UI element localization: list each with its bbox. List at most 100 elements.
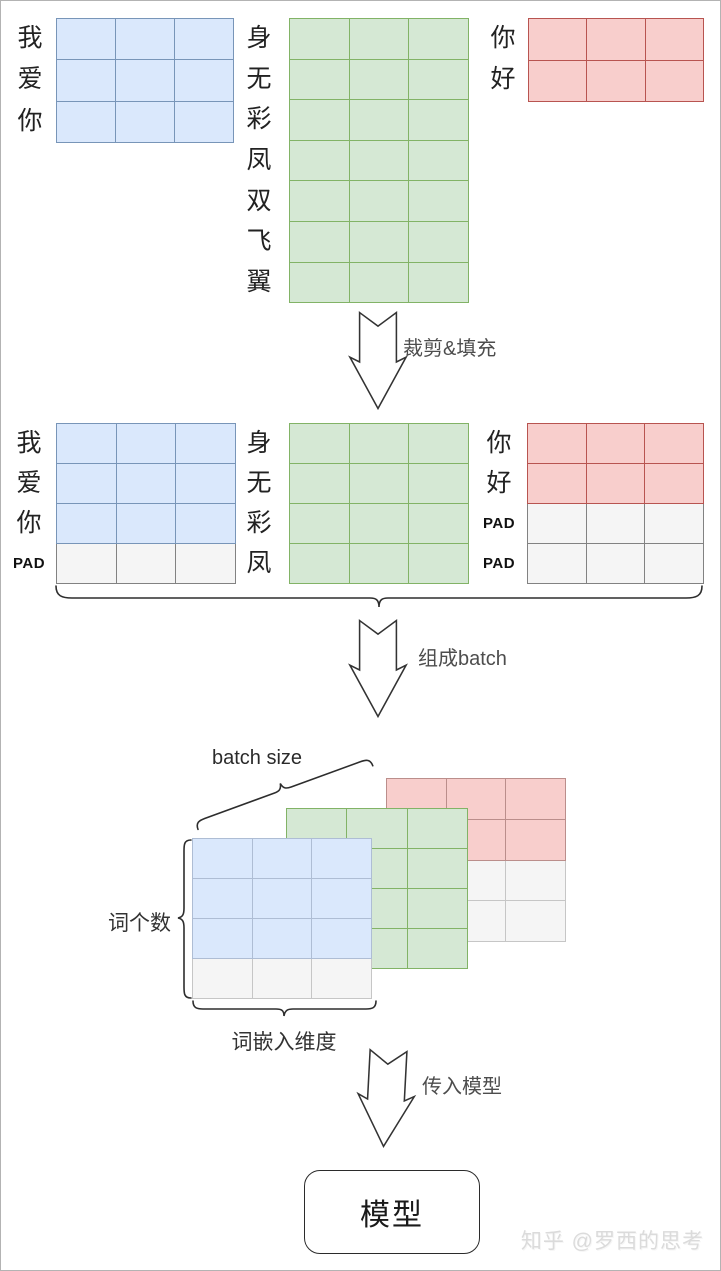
down-arrow-icon <box>348 619 408 719</box>
matrix-cell <box>289 18 350 60</box>
matrix-cell <box>289 58 350 101</box>
matrix-cell <box>251 878 313 919</box>
form-batch-label: 组成batch <box>418 648 507 670</box>
matrix-cell <box>251 958 313 999</box>
pad-label: PAD <box>482 554 516 572</box>
padded-sentence1-matrix <box>56 423 236 584</box>
matrix-cell <box>527 503 587 544</box>
matrix-cell <box>527 59 588 102</box>
matrix-cell <box>289 503 350 544</box>
matrix-cell <box>192 958 253 999</box>
matrix-cell <box>585 463 646 504</box>
matrix-cell <box>311 838 372 879</box>
matrix-cell <box>644 18 705 61</box>
matrix-cell <box>56 463 117 504</box>
down-arrow-icon <box>356 1048 417 1149</box>
matrix-cell <box>348 139 410 182</box>
matrix-cell <box>408 180 469 222</box>
matrix-row <box>56 543 236 584</box>
matrix-row <box>289 503 469 544</box>
matrix-row <box>289 18 469 60</box>
matrix-cell <box>251 918 313 959</box>
matrix-cell <box>115 463 177 504</box>
matrix-cell <box>408 99 469 141</box>
matrix-cell <box>408 58 469 101</box>
matrix-row <box>56 423 236 464</box>
matrix-row <box>289 99 469 141</box>
pad-label: PAD <box>482 514 516 532</box>
matrix-cell <box>445 900 507 942</box>
crop-pad-label: 裁剪&填充 <box>403 338 497 360</box>
matrix-cell <box>289 139 350 182</box>
matrix-cell <box>408 139 469 182</box>
matrix-cell <box>527 463 587 504</box>
matrix-cell <box>289 423 350 464</box>
char-label: 身 <box>246 23 272 52</box>
matrix-row <box>56 503 236 544</box>
matrix-cell <box>174 59 234 102</box>
matrix-cell <box>505 900 566 942</box>
matrix-cell <box>174 100 234 143</box>
matrix-cell <box>175 463 236 504</box>
matrix-cell <box>348 503 410 544</box>
matrix-cell <box>527 423 587 464</box>
matrix-cell <box>586 59 646 102</box>
matrix-cell <box>586 18 646 61</box>
matrix-cell <box>644 59 705 102</box>
batch-underbrace <box>55 585 703 608</box>
padded-sentence2-chars: 身无彩凤 <box>237 423 281 583</box>
embed-dim-brace <box>192 1000 377 1017</box>
char-label: 双 <box>246 186 272 215</box>
matrix-row <box>56 17 234 61</box>
char-label: 爱 <box>16 468 42 497</box>
model-box: 模型 <box>304 1170 480 1254</box>
matrix-cell <box>644 463 704 504</box>
matrix-row <box>527 59 705 102</box>
matrix-cell <box>527 543 587 584</box>
matrix-cell <box>348 220 410 263</box>
matrix-row <box>56 463 236 504</box>
batch-matrix-blue <box>192 838 372 999</box>
matrix-cell <box>115 503 177 544</box>
sentence1-chars: 我爱你 <box>15 18 45 142</box>
char-label: 翼 <box>246 267 272 296</box>
matrix-cell <box>192 838 253 879</box>
matrix-row <box>192 878 372 919</box>
matrix-cell <box>348 543 410 584</box>
matrix-cell <box>527 18 588 61</box>
batch-size-brace <box>196 759 374 831</box>
matrix-cell <box>585 423 646 464</box>
sentence2-matrix <box>289 18 469 304</box>
matrix-cell <box>175 423 236 464</box>
matrix-cell <box>251 838 313 879</box>
matrix-cell <box>311 878 372 919</box>
matrix-row <box>527 463 704 504</box>
matrix-cell <box>505 778 566 820</box>
matrix-cell <box>192 918 253 959</box>
matrix-cell <box>644 503 704 544</box>
padded-sentence3-matrix <box>527 423 704 584</box>
matrix-cell <box>289 463 350 504</box>
char-label: 好 <box>486 468 512 497</box>
matrix-cell <box>408 463 469 504</box>
matrix-row <box>289 220 469 263</box>
matrix-row <box>527 423 704 464</box>
matrix-cell <box>175 503 236 544</box>
matrix-row <box>289 543 469 584</box>
matrix-cell <box>56 423 117 464</box>
matrix-row <box>289 463 469 504</box>
matrix-cell <box>406 848 469 889</box>
char-label: 我 <box>16 428 42 457</box>
char-label: 凤 <box>246 548 272 577</box>
padded-sentence2-matrix <box>289 423 469 584</box>
matrix-cell <box>174 17 234 61</box>
matrix-cell <box>115 423 177 464</box>
char-label: 彩 <box>246 105 272 134</box>
matrix-row <box>192 958 372 999</box>
char-label: 彩 <box>246 508 272 537</box>
matrix-row <box>527 503 704 544</box>
matrix-cell <box>348 423 410 464</box>
matrix-row <box>527 543 704 584</box>
